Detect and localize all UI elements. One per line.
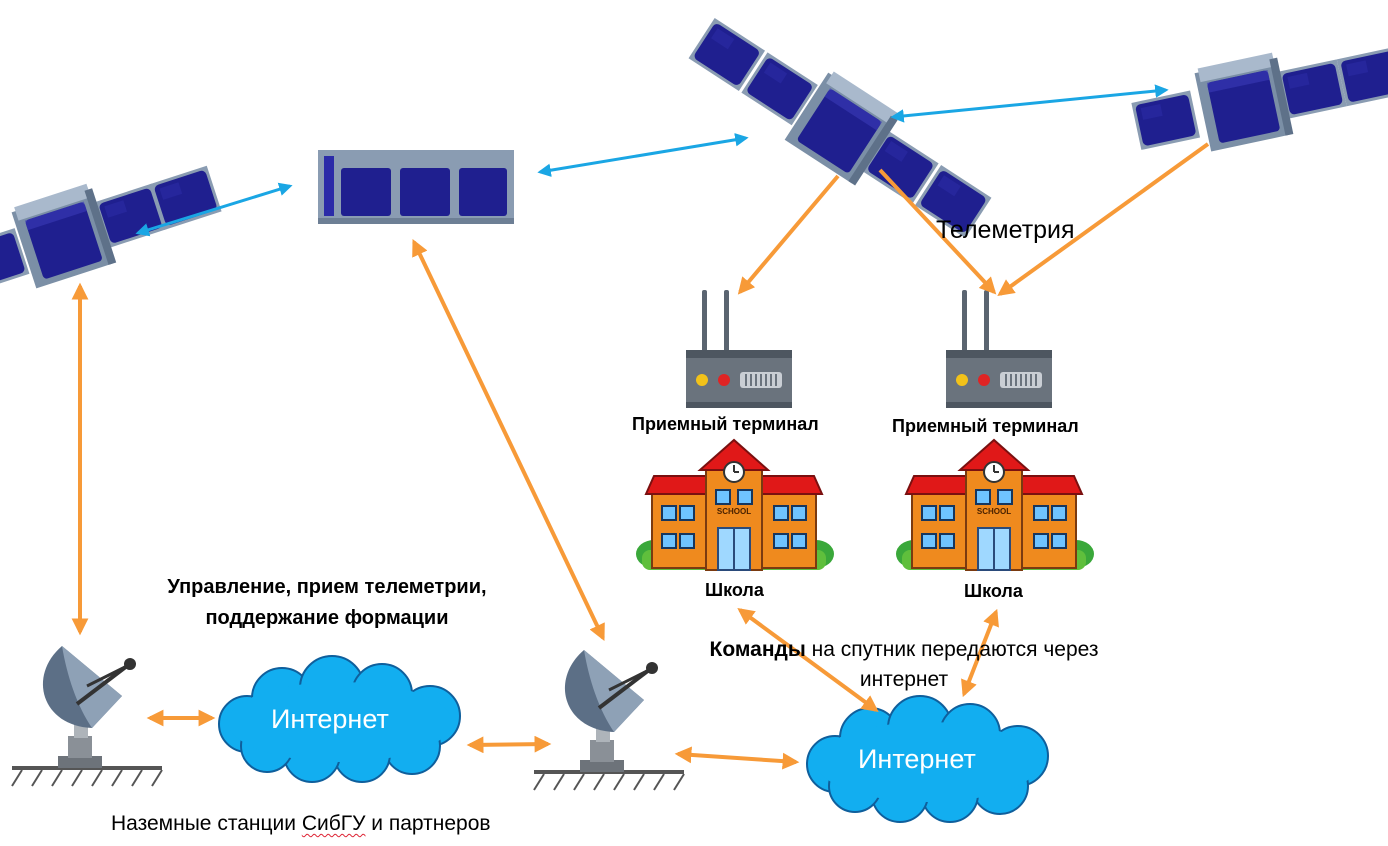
internet-label: Интернет [271,704,389,734]
school-icon [635,439,835,571]
school-label: Школа [964,581,1023,601]
link-line [674,746,800,770]
school-icon [895,439,1095,571]
link-line [997,142,1210,296]
commands-label: Команды на спутник передаются через инте… [672,635,1136,695]
commands-label-bold: Команды [709,638,806,661]
link-line [878,168,997,295]
link-line [737,608,879,712]
satellite-icon [1131,46,1388,152]
ground-stations-label: Наземные станции СибГУ и партнеров [111,812,491,836]
school-label: Школа [705,580,764,600]
control-label-line2: поддержание формации [205,607,449,629]
receiving-terminal-label: Приемный терминал [892,416,1079,436]
cubesat-icon [318,150,514,224]
school-sign: SCHOOL [977,507,1011,516]
link-line [466,735,552,754]
link-line [412,238,605,642]
commands-label-line2: интернет [859,668,949,691]
school-sign: SCHOOL [717,507,751,516]
satellite-icon [0,165,222,293]
link-line [135,182,293,237]
telemetry-label: Телеметрия [936,216,1075,244]
ground-stations-post: и партнеров [365,812,491,835]
control-label-line1: Управление, прием телеметрии, [167,576,487,598]
control-label: Управление, прием телеметрии, поддержани… [140,572,514,634]
satellite-dish-icon [10,644,164,788]
router-icon [945,289,1053,409]
link-line [890,84,1169,123]
link-line [537,133,749,177]
ground-stations-org: СибГУ [301,812,366,835]
receiving-terminal-label: Приемный терминал [632,414,819,434]
commands-label-rest: на спутник передаются через [805,638,1099,661]
router-icon [685,289,793,409]
ground-stations-pre: Наземные станции [111,812,302,835]
link-line [737,174,840,295]
satellite-dish-icon [532,648,686,792]
satellite-icon [680,1,1003,251]
link-line [961,608,999,698]
internet-label: Интернет [858,744,976,774]
